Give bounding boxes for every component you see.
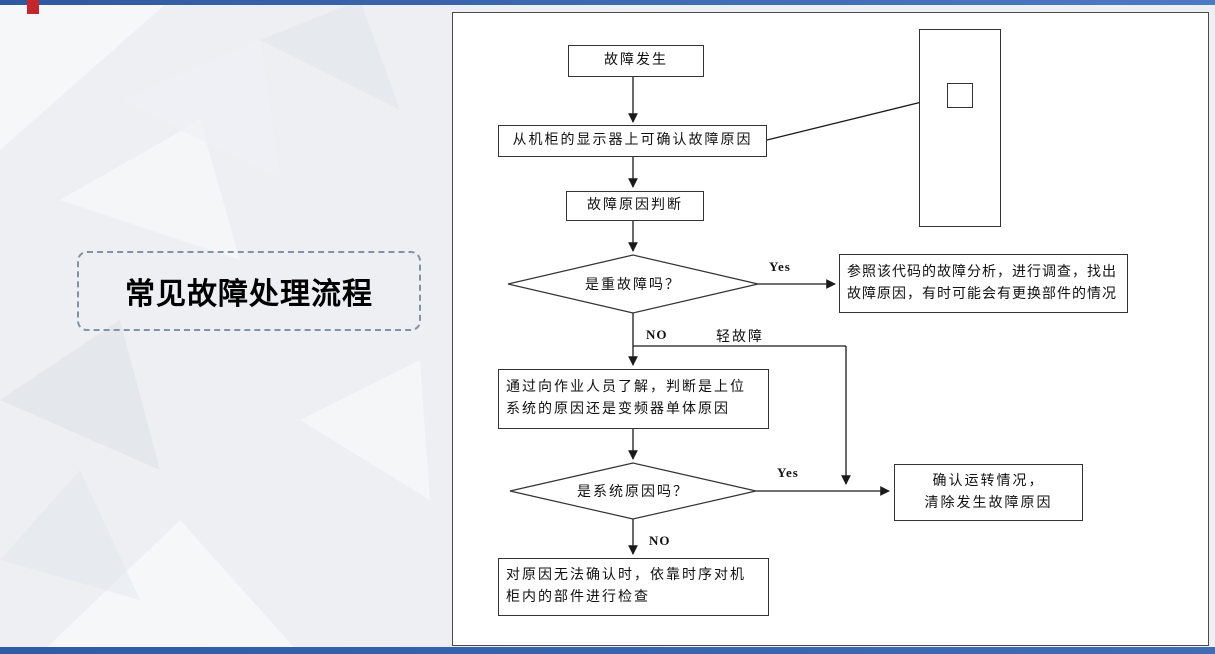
flow-node-heavy-action-label: 参照该代码的故障分析，进行调查，找出 故障原因，有时可能会有更换部件的情况 [847,264,1117,302]
edge-label-no1: NO [646,327,668,342]
cabinet-display-square [947,83,973,108]
slide-title: 常见故障处理流程 [125,278,373,311]
flowchart-panel: 故障发生 从机柜的显示器上可确认故障原因 故障原因判断 是重故障吗？ 参照该代码… [452,12,1209,646]
flow-node-ask-operator-label: 通过向作业人员了解，判断是上位 系统的原因还是变频器单体原因 [506,380,746,417]
edge-label-light-fault: 轻故障 [716,330,764,345]
decision-heavy-diamond [507,254,759,314]
edge-label-no2: NO [649,533,671,548]
red-corner-accent [27,0,39,14]
cabinet-rect [919,29,1001,227]
slide-title-box: 常见故障处理流程 [77,251,421,331]
flow-node-confirm: 从机柜的显示器上可确认故障原因 [498,125,767,157]
decision-system-label: 是系统原因吗？ [577,485,689,500]
connector-confirm-cabinet [766,94,943,141]
flow-node-judge-label: 故障原因判断 [587,198,683,214]
decision-system-diamond [509,462,757,520]
top-accent-bar [0,0,1215,5]
flow-node-start: 故障发生 [568,45,704,77]
flow-node-system-action: 确认运转情况， 清除发生故障原因 [894,464,1083,521]
edge-label-yes1: Yes [769,259,791,274]
flowchart-connectors [507,77,943,555]
flow-node-system-action-label: 确认运转情况， 清除发生故障原因 [924,473,1053,511]
flow-node-final-check-label: 对原因无法确认时，依靠时序对机 柜内的部件进行检查 [506,568,746,605]
flow-node-ask-operator: 通过向作业人员了解，判断是上位 系统的原因还是变频器单体原因 [498,369,769,429]
flow-node-heavy-action: 参照该代码的故障分析，进行调查，找出 故障原因，有时可能会有更换部件的情况 [839,254,1128,313]
flow-node-start-label: 故障发生 [604,53,668,69]
flow-node-confirm-label: 从机柜的显示器上可确认故障原因 [512,133,753,149]
bottom-accent-bar [0,647,1215,654]
edge-label-yes2: Yes [777,465,799,480]
flow-node-judge: 故障原因判断 [566,191,704,221]
decision-heavy-label: 是重故障吗？ [585,278,681,293]
flow-node-final-check: 对原因无法确认时，依靠时序对机 柜内的部件进行检查 [498,558,769,616]
